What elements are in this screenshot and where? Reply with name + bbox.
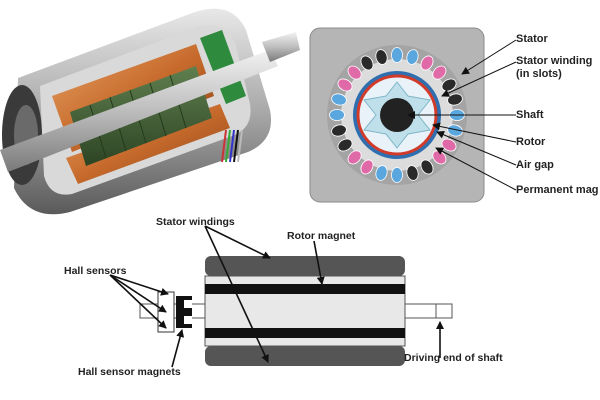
winding-slot [447,93,463,106]
winding-slot [347,65,362,80]
motor-schematic [139,256,453,366]
label-shaft: Shaft [516,109,544,121]
winding-slot [441,138,457,152]
label-stator-winding: Stator winding [516,55,593,67]
winding-slot [447,124,463,137]
label-stator-windings: Stator windings [156,216,235,228]
winding-slot [337,78,353,92]
label-driving-end: Driving end of shaft [404,352,503,364]
label-rotor-magnet: Rotor magnet [287,230,356,242]
winding-slot [337,138,353,152]
motor-cutaway-illustration [0,8,300,215]
winding-slot [360,159,374,175]
winding-slot [375,49,388,65]
label-permanent-magnet: Permanent mag [516,184,599,196]
label-stator-winding-slots: (in slots) [516,68,562,80]
rotor-magnet-bottom [205,328,405,338]
winding-slot [441,78,457,92]
label-hall-sensor-magnets: Hall sensor magnets [78,366,181,378]
winding-slot [391,167,403,183]
motor-cross-section [309,27,485,203]
winding-slot [347,150,362,165]
winding-slot [420,159,434,175]
winding-slot [391,47,403,63]
label-stator: Stator [516,33,548,45]
rotor-magnet-top [205,284,405,294]
schematic-leaders [109,225,444,368]
label-air-gap: Air gap [516,159,554,171]
stator-bottom [205,346,405,366]
winding-slot [331,93,347,106]
winding-slot [406,49,419,65]
winding-slot [432,65,447,80]
winding-slot [406,165,419,181]
label-rotor: Rotor [516,136,546,148]
cross-section-leaders [407,39,517,191]
stator-top [205,256,405,276]
winding-slot [331,124,347,137]
label-hall-sensors: Hall sensors [64,265,127,277]
shaft-dot [380,98,414,132]
winding-slot [420,55,434,71]
winding-slot [360,55,374,71]
winding-slot [375,165,388,181]
winding-slot [329,109,345,121]
